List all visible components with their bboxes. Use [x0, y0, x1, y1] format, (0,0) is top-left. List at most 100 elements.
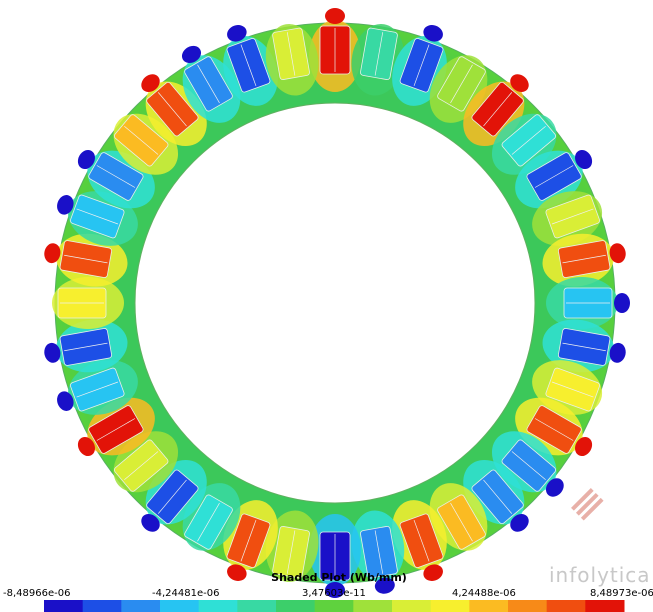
stator-slot	[57, 360, 138, 415]
stator-slot	[44, 233, 128, 287]
colorbar-tick-label: -8,48966e-06	[3, 588, 70, 599]
stator-slot	[546, 277, 630, 329]
slot-divider	[197, 64, 220, 104]
slot-divider	[240, 44, 257, 87]
slot-divider	[124, 451, 159, 481]
slot-divider	[286, 32, 296, 76]
slot-tip-hotspot	[227, 25, 247, 42]
slot-tip-hotspot	[374, 577, 395, 594]
slot-tip-hotspot	[77, 436, 95, 457]
colorbar-cell	[121, 600, 161, 612]
stator-slot	[309, 514, 361, 598]
slot-divider	[374, 530, 384, 574]
slot-group	[44, 8, 630, 598]
brand-name: infolytica	[549, 563, 651, 587]
stator-slot	[309, 8, 361, 92]
slot-divider	[96, 418, 136, 441]
slot-divider	[286, 530, 296, 574]
slot-divider	[511, 125, 546, 155]
stator-slot	[52, 277, 124, 329]
logo-stripes-icon	[571, 488, 604, 521]
colorbar-cell	[314, 600, 354, 612]
slot-tip-hotspot	[44, 243, 61, 264]
slot-tip-hotspot	[44, 342, 61, 363]
stator-ring	[44, 8, 630, 598]
slot-tip-hotspot	[575, 149, 593, 170]
stator-slot	[44, 319, 128, 373]
colorbar-cell	[82, 600, 122, 612]
slot-divider	[551, 208, 594, 225]
chart-title: Shaded Plot (Wb/mm)	[271, 571, 407, 584]
stator-slot	[532, 191, 603, 246]
slot-tip-hotspot	[575, 436, 593, 457]
slot-divider	[483, 92, 513, 127]
slot-tip-hotspot	[614, 293, 630, 313]
slot-divider	[76, 208, 119, 225]
slot-tip-hotspot	[510, 74, 529, 93]
slot-divider	[450, 64, 473, 104]
slot-tip-hotspot	[227, 564, 247, 581]
slot-divider	[76, 381, 119, 398]
slot-divider	[511, 451, 546, 481]
slot-divider	[534, 418, 574, 441]
colorbar-cell	[237, 600, 277, 612]
slot-tip-hotspot	[609, 243, 626, 264]
slot-divider	[534, 165, 574, 188]
slot-divider	[96, 165, 136, 188]
slot-divider	[374, 32, 384, 76]
stator-slot	[351, 24, 405, 96]
slot-divider	[124, 125, 159, 155]
stator-slot	[542, 233, 626, 287]
slot-divider	[562, 342, 606, 352]
slot-tip-hotspot	[57, 391, 74, 411]
stator-slot	[515, 149, 593, 209]
colorbar-cell	[44, 600, 84, 612]
colorbar-cell	[430, 600, 470, 612]
slot-tip-hotspot	[609, 342, 626, 363]
colorbar	[44, 600, 625, 612]
slot-tip-hotspot	[325, 582, 345, 598]
colorbar-cell	[546, 600, 586, 612]
slot-divider	[413, 519, 430, 562]
slot-divider	[483, 479, 513, 514]
slot-tip-hotspot	[181, 45, 202, 63]
slot-divider	[240, 519, 257, 562]
slot-divider	[413, 44, 430, 87]
slot-tip-hotspot	[57, 195, 74, 215]
slot-divider	[450, 502, 473, 542]
slot-divider	[197, 502, 220, 542]
colorbar-tick-label: -4,24481e-06	[152, 588, 219, 599]
stator-slot	[265, 510, 319, 582]
slot-divider	[562, 254, 606, 264]
colorbar-cell	[508, 600, 548, 612]
stator-slot	[223, 25, 278, 106]
slot-divider	[551, 381, 594, 398]
colorbar-cell	[276, 600, 316, 612]
slot-divider	[64, 254, 108, 264]
slot-divider	[157, 92, 187, 127]
slot-tip-hotspot	[423, 564, 443, 581]
slot-tip-hotspot	[141, 513, 160, 532]
stator-slot	[392, 500, 447, 581]
slot-tip-hotspot	[325, 8, 345, 24]
colorbar-tick-label: 8,48973e-06	[590, 588, 653, 599]
colorbar-cell	[585, 600, 625, 612]
colorbar-tick-label: 3,47603e-11	[302, 588, 366, 599]
stator-slot	[351, 510, 405, 594]
stator-bore	[134, 102, 536, 504]
colorbar-cell	[160, 600, 200, 612]
slot-tip-hotspot	[545, 478, 564, 497]
slot-divider	[64, 342, 108, 352]
stator-slot	[265, 24, 319, 96]
slot-tip-hotspot	[77, 149, 95, 170]
colorbar-cell	[353, 600, 393, 612]
stator-slot	[542, 319, 626, 373]
colorbar-tick-label: 4,24488e-06	[452, 588, 516, 599]
slot-tip-hotspot	[141, 74, 160, 93]
stator-slot	[77, 397, 155, 457]
colorbar-cell	[392, 600, 432, 612]
colorbar-cell	[198, 600, 238, 612]
infolytica-logo: infolytica	[549, 488, 651, 587]
colorbar-cell	[469, 600, 509, 612]
